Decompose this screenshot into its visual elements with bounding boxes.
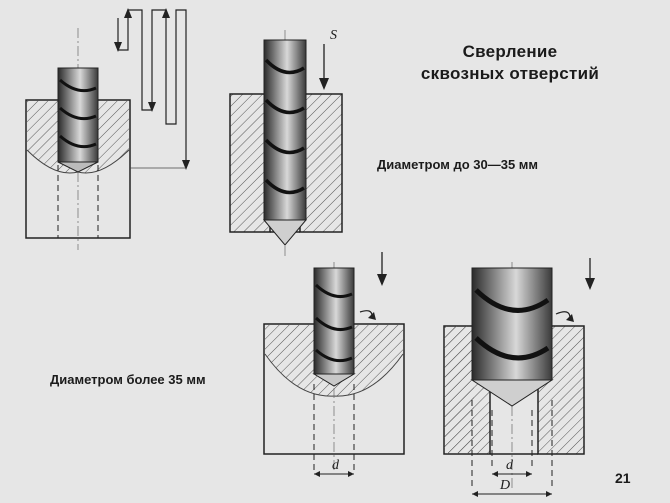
drill-bit-2: [262, 39, 308, 246]
title-line-2: сквозных отверстий: [420, 64, 600, 83]
feed-symbol: S: [330, 28, 337, 43]
title-line-1: Сверление: [462, 42, 558, 61]
feed-arrow-3: [377, 252, 387, 286]
drill-bit-1: [57, 67, 99, 173]
label-small-diameter: Диаметром до 30—35 мм: [377, 157, 539, 172]
label-large-diameter: Диаметром более 35 мм: [50, 372, 206, 387]
dimension-D-label: D: [500, 478, 511, 493]
feed-arrow-4: [585, 258, 595, 290]
dimension-d-1: [314, 471, 354, 477]
feed-path-arrows: [114, 8, 190, 170]
drill-bit-3: [312, 267, 376, 387]
drill-bit-4: [470, 267, 574, 407]
dimension-d-label-1: d: [332, 458, 339, 473]
dimension-d-label-2: d: [506, 458, 513, 473]
workpiece-small-2: [229, 30, 343, 258]
page-number: 21: [615, 470, 631, 486]
workpiece-large-2: [443, 262, 585, 490]
dimension-D: [472, 491, 552, 497]
dimension-d-2: [492, 471, 532, 477]
feed-arrow-s: [319, 44, 329, 90]
